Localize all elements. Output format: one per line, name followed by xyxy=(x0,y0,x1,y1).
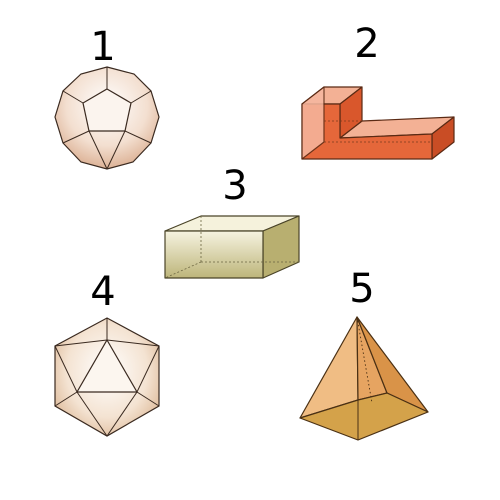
shape-1-label: 1 xyxy=(90,24,115,70)
shape-5-label: 5 xyxy=(349,266,374,312)
shape-3-rectangular-prism: 3 xyxy=(164,163,300,279)
shape-4-label: 4 xyxy=(90,269,115,315)
shape-1-dodecahedron: 1 xyxy=(54,24,160,170)
shape-2-l-prism: 2 xyxy=(301,21,455,160)
shape-3-label: 3 xyxy=(222,163,247,209)
shape-2-label: 2 xyxy=(354,21,379,67)
shape-5-pyramid: 5 xyxy=(299,266,429,441)
shape-4-icosahedron: 4 xyxy=(54,269,160,437)
